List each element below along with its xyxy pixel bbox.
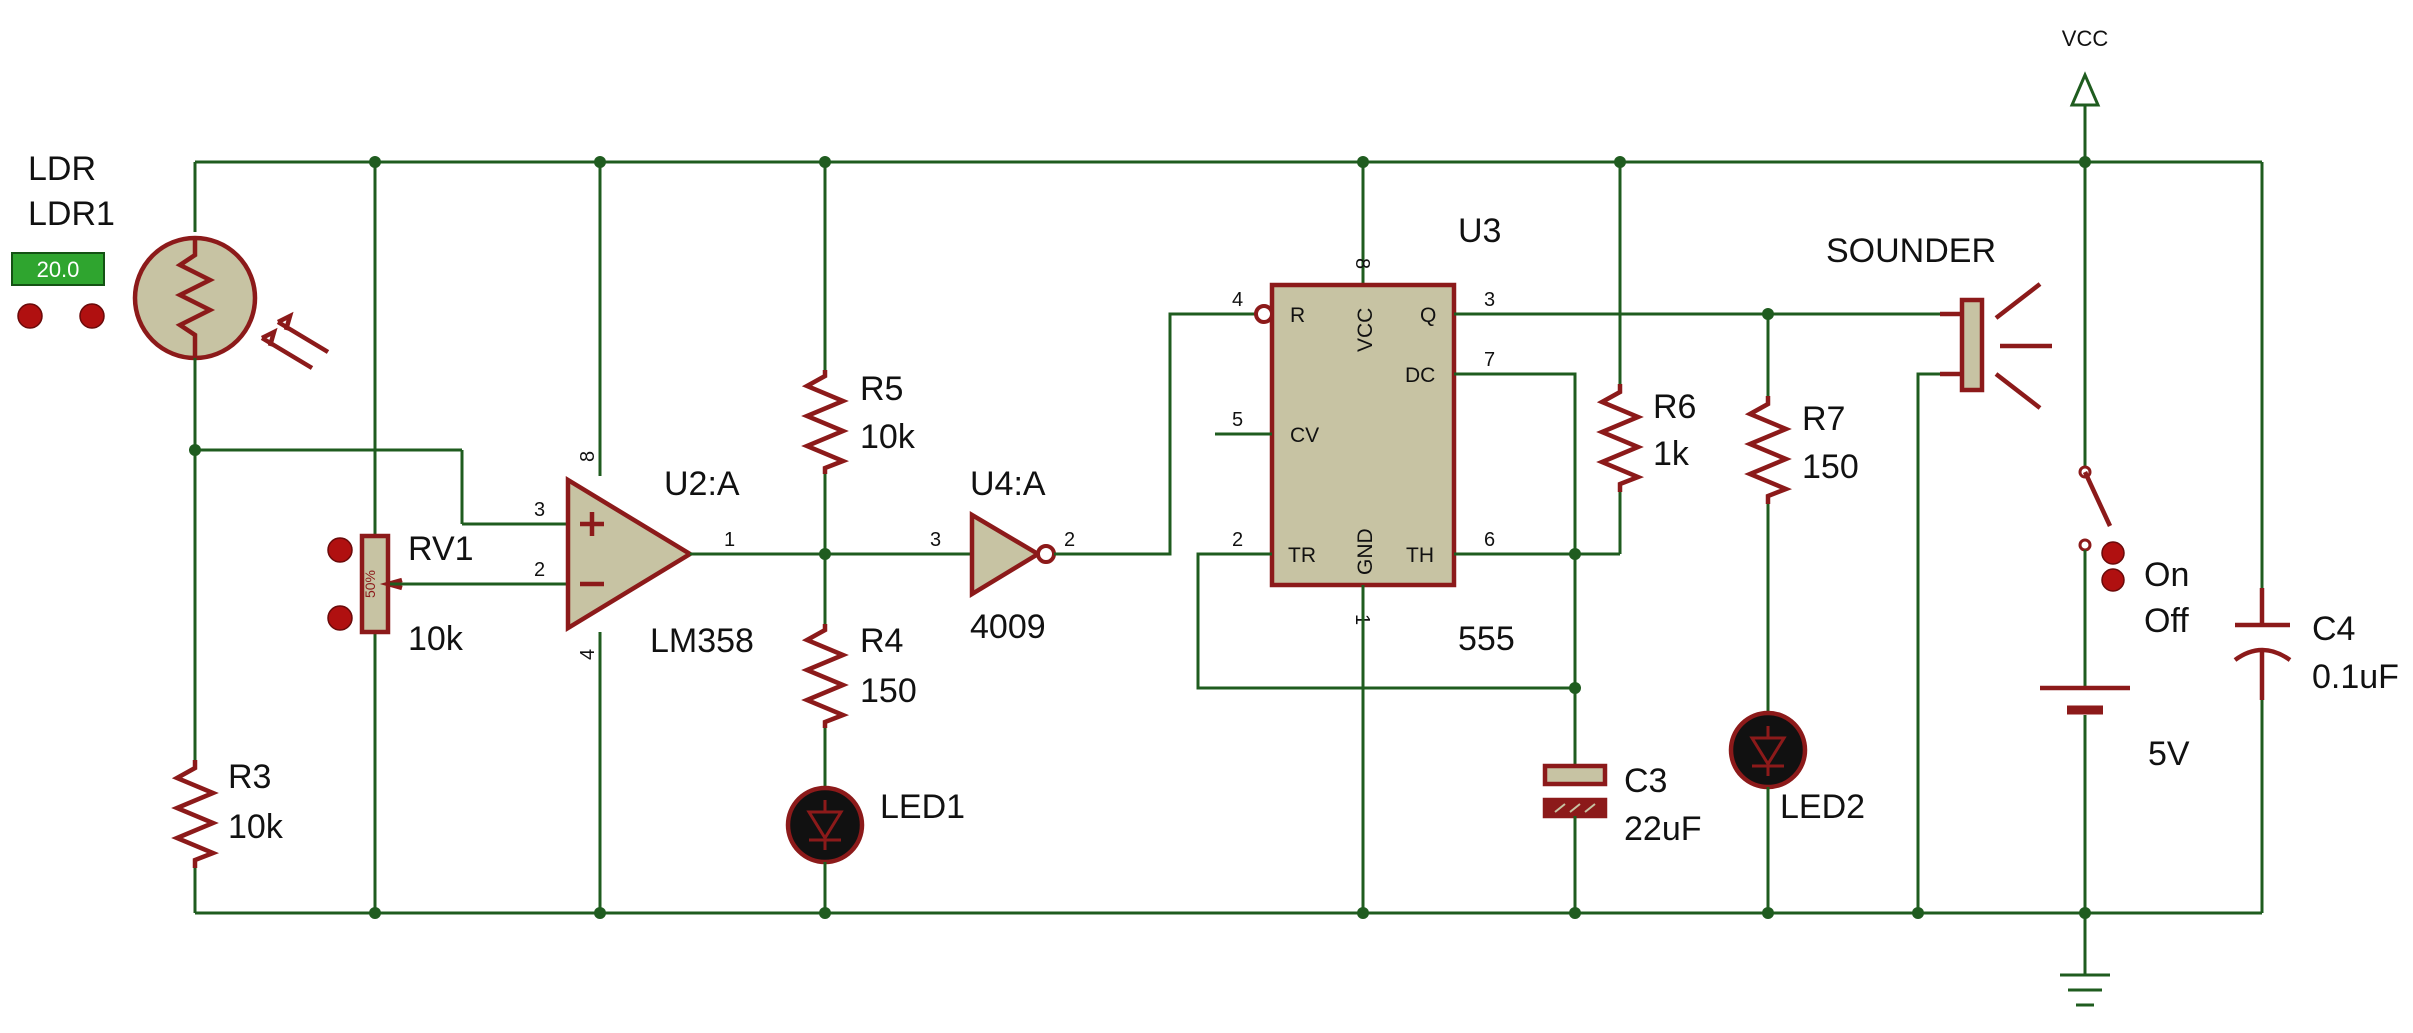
u4-pin-3: 3 xyxy=(930,529,941,551)
rv1-decrease-button[interactable] xyxy=(327,605,353,631)
rv1-increase-button[interactable] xyxy=(327,537,353,563)
u3-pin-5: 5 xyxy=(1232,409,1243,431)
u2-pin-2: 2 xyxy=(534,559,545,581)
ldr-display-value: 20.0 xyxy=(37,257,80,282)
r3-name: R3 xyxy=(228,758,271,796)
r3-resistor xyxy=(171,760,220,868)
led2 xyxy=(1728,710,1808,790)
u3-name: U3 xyxy=(1458,212,1501,250)
u3-pin-7: 7 xyxy=(1484,349,1495,371)
ldr-increase-button[interactable] xyxy=(79,303,105,329)
r7-name: R7 xyxy=(1802,400,1845,438)
u4-part: 4009 xyxy=(970,608,1046,646)
rv1-value: 10k xyxy=(408,620,464,658)
u3-pin-label-r: R xyxy=(1290,304,1305,327)
vcc-terminal xyxy=(2069,71,2101,162)
u3-pin-label-gnd: GND xyxy=(1354,528,1377,575)
vcc-label: VCC xyxy=(2062,26,2109,51)
c3-value: 22uF xyxy=(1624,810,1702,848)
u3-pin-4: 4 xyxy=(1232,289,1243,311)
ground-symbol xyxy=(2060,955,2110,1007)
r5-name: R5 xyxy=(860,370,903,408)
r5-resistor xyxy=(801,370,850,474)
u3-pin-6: 6 xyxy=(1484,529,1495,551)
r7-resistor xyxy=(1744,396,1793,504)
ldr-decrease-button[interactable] xyxy=(17,303,43,329)
r4-value: 150 xyxy=(860,672,917,710)
u2-pin-4: 4 xyxy=(577,649,599,660)
battery-value: 5V xyxy=(2148,735,2190,773)
u2-name: U2:A xyxy=(664,465,740,503)
c4-value: 0.1uF xyxy=(2312,658,2399,696)
u2-pin-1: 1 xyxy=(724,529,735,551)
u3-pin-label-tr: TR xyxy=(1288,544,1316,567)
r4-name: R4 xyxy=(860,622,903,660)
u3-timer xyxy=(1254,282,1457,588)
switch-on-button[interactable] xyxy=(2101,541,2125,565)
c4-capacitor xyxy=(2233,588,2292,700)
u3-pin-label-dc: DC xyxy=(1405,364,1435,387)
led1-name: LED1 xyxy=(880,788,965,826)
r4-resistor xyxy=(801,624,850,728)
ldr-display: 20.0 xyxy=(11,252,105,286)
u4-inverter xyxy=(969,511,1056,598)
power-switch xyxy=(2078,465,2113,552)
u4-pin-2: 2 xyxy=(1064,529,1075,551)
c3-name: C3 xyxy=(1624,762,1667,800)
u3-pin-3: 3 xyxy=(1484,289,1495,311)
c3-capacitor xyxy=(1542,763,1608,819)
switch-off-label: Off xyxy=(2144,602,2189,640)
vcc-rail xyxy=(193,160,2264,588)
sounder xyxy=(1940,282,2052,410)
junctions xyxy=(189,156,2091,919)
u3-pin-8: 8 xyxy=(1351,258,1373,269)
gnd-rail xyxy=(195,700,2264,915)
r6-name: R6 xyxy=(1653,388,1696,426)
u3-pin-label-th: TH xyxy=(1406,544,1434,567)
r5-value: 10k xyxy=(860,418,916,456)
u3-pin-label-vcc: VCC xyxy=(1354,308,1377,352)
u3-part: 555 xyxy=(1458,620,1515,658)
ldr-label: LDR1 xyxy=(28,195,115,233)
u3-dc-wire xyxy=(1454,372,1577,766)
u2-pin-3: 3 xyxy=(534,499,545,521)
switch-off-button[interactable] xyxy=(2101,568,2125,592)
battery xyxy=(2040,685,2130,715)
sounder-gnd-wire xyxy=(1916,372,1940,913)
u3-pin-label-q: Q xyxy=(1420,304,1436,327)
r6-value: 1k xyxy=(1653,435,1690,473)
ldr-label-top: LDR xyxy=(28,150,96,188)
u3-pin-2: 2 xyxy=(1232,529,1243,551)
led1 xyxy=(785,785,865,865)
ldr1 xyxy=(132,235,330,370)
u2-part: LM358 xyxy=(650,622,754,660)
switch-on-label: On xyxy=(2144,556,2189,594)
u2-pin-8: 8 xyxy=(577,451,599,462)
u3-tr-wire xyxy=(1196,552,1575,690)
c4-name: C4 xyxy=(2312,610,2355,648)
sounder-name: SOUNDER xyxy=(1826,232,1996,270)
u4-name: U4:A xyxy=(970,465,1046,503)
r6-resistor xyxy=(1596,384,1645,492)
rv1-name: RV1 xyxy=(408,530,474,568)
u2-opamp xyxy=(565,476,695,632)
r3-value: 10k xyxy=(228,808,284,846)
rv1-slider-value: 50% xyxy=(362,570,378,598)
u3-pin-label-cv: CV xyxy=(1290,424,1319,447)
u4-output-wire xyxy=(1054,312,1256,556)
led2-name: LED2 xyxy=(1780,788,1865,826)
r7-value: 150 xyxy=(1802,448,1859,486)
rv1-potentiometer: 50% xyxy=(359,533,403,635)
